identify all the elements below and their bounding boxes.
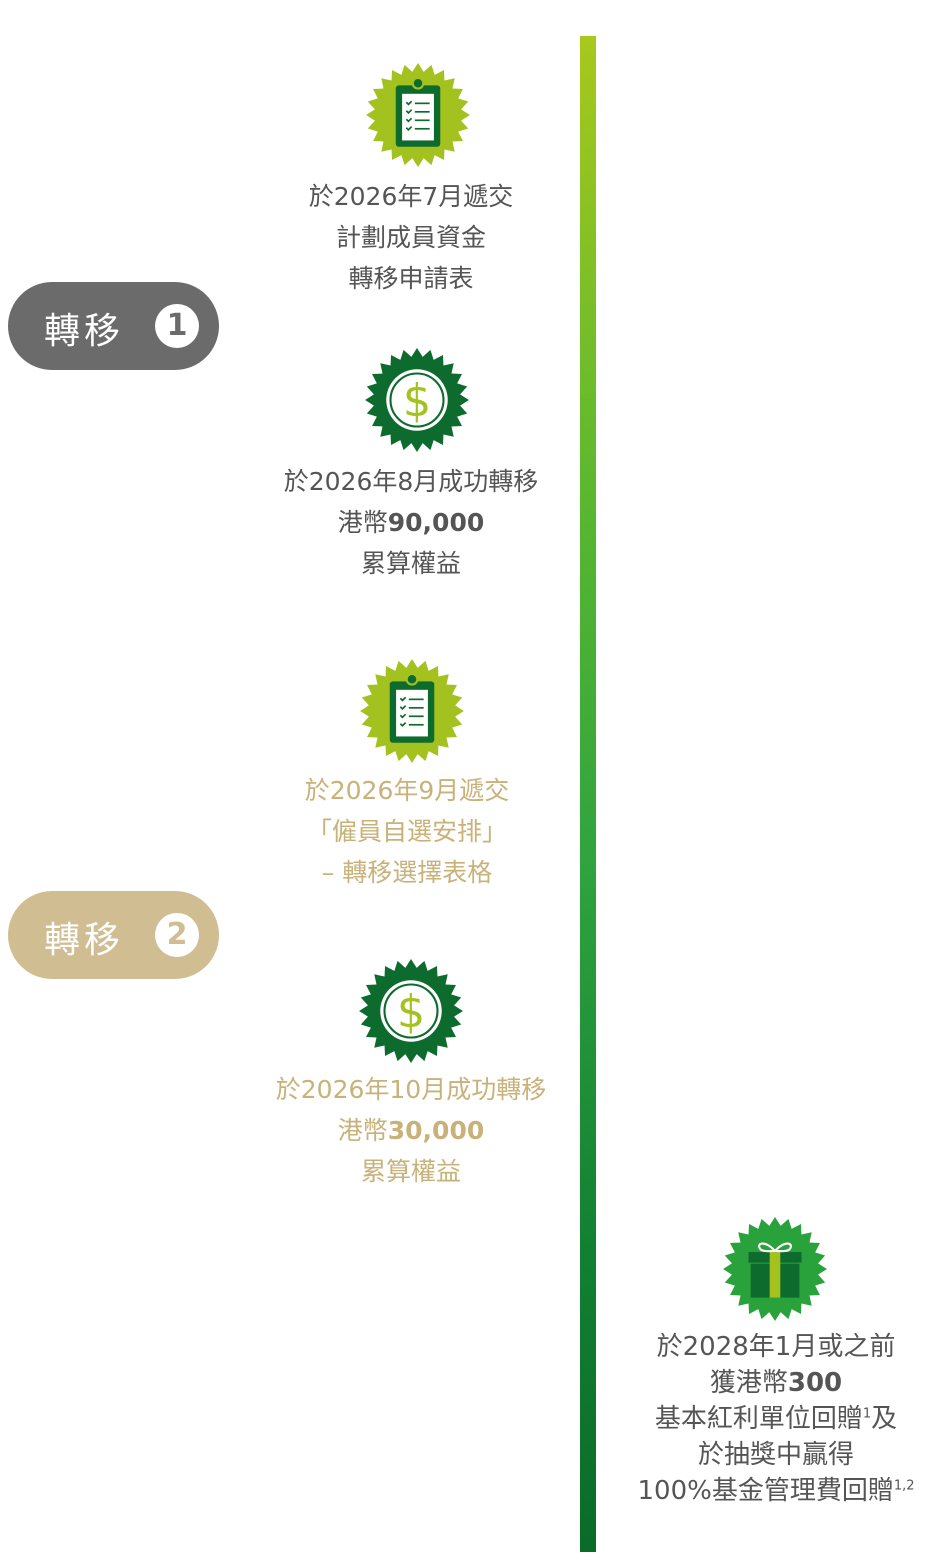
reward-line-3: 基本紅利單位回贈1及 xyxy=(615,1401,937,1437)
step-4-line-3: 累算權益 xyxy=(360,1157,461,1186)
step-4-line-2: 港幣30,000 xyxy=(241,1110,581,1151)
step-2-line-3: 累算權益 xyxy=(360,549,461,578)
reward-footnote-2: 1,2 xyxy=(893,1478,915,1494)
timeline-bar xyxy=(580,36,596,1552)
svg-text:$: $ xyxy=(397,987,425,1038)
step-3-line-3: – 轉移選擇表格 xyxy=(321,858,493,887)
step-1-line-1: 於2026年7月遞交 xyxy=(308,182,514,211)
step-2-line-2: 港幣90,000 xyxy=(241,502,581,543)
step-3-line-2: 「僱員自選安排」 xyxy=(306,817,507,846)
reward-line-2: 獲港幣300 xyxy=(615,1365,937,1401)
clipboard-checklist-icon xyxy=(360,659,464,763)
reward-rebate-text: 100%基金管理費回贈 xyxy=(637,1476,894,1506)
reward-amount: 300 xyxy=(787,1368,843,1398)
transfer-2-pill: 轉移 2 xyxy=(8,891,219,979)
step-4-line-1: 於2026年10月成功轉移 xyxy=(275,1075,547,1104)
transfer-2-number: 2 xyxy=(155,913,199,957)
reward-currency: 獲港幣 xyxy=(709,1368,788,1398)
step-4-currency: 港幣 xyxy=(337,1116,388,1145)
dollar-coin-icon: $ xyxy=(359,959,463,1063)
reward-text: 於2028年1月或之前 獲港幣300 基本紅利單位回贈1及 於抽獎中贏得 100… xyxy=(615,1329,937,1509)
step-4-amount: 30,000 xyxy=(387,1116,485,1145)
step-3-text: 於2026年9月遞交 「僱員自選安排」 – 轉移選擇表格 xyxy=(237,770,577,893)
step-2-line-1: 於2026年8月成功轉移 xyxy=(283,467,539,496)
transfer-2-label: 轉移 xyxy=(44,920,125,961)
step-2-currency: 港幣 xyxy=(337,508,388,537)
gift-box-icon xyxy=(723,1217,827,1321)
step-3-line-1: 於2026年9月遞交 xyxy=(304,776,510,805)
step-2-text: 於2026年8月成功轉移 港幣90,000 累算權益 xyxy=(241,461,581,584)
reward-line-1: 於2028年1月或之前 xyxy=(656,1332,896,1362)
step-1-line-3: 轉移申請表 xyxy=(348,264,474,293)
reward-bonus-text: 基本紅利單位回贈 xyxy=(654,1404,863,1434)
reward-line-4: 於抽獎中贏得 xyxy=(697,1440,854,1470)
step-4-text: 於2026年10月成功轉移 港幣30,000 累算權益 xyxy=(241,1069,581,1192)
reward-and: 及 xyxy=(871,1404,898,1434)
reward-line-5: 100%基金管理費回贈1,2 xyxy=(615,1473,937,1509)
svg-text:$: $ xyxy=(403,376,431,427)
dollar-coin-icon: $ xyxy=(365,348,469,452)
transfer-1-label: 轉移 xyxy=(44,311,125,352)
transfer-1-number: 1 xyxy=(155,304,199,348)
step-2-amount: 90,000 xyxy=(387,508,485,537)
clipboard-checklist-icon xyxy=(366,63,470,167)
step-1-text: 於2026年7月遞交 計劃成員資金 轉移申請表 xyxy=(241,176,581,299)
transfer-1-pill: 轉移 1 xyxy=(8,282,219,370)
reward-footnote-1: 1 xyxy=(862,1406,872,1422)
step-1-line-2: 計劃成員資金 xyxy=(335,223,486,252)
